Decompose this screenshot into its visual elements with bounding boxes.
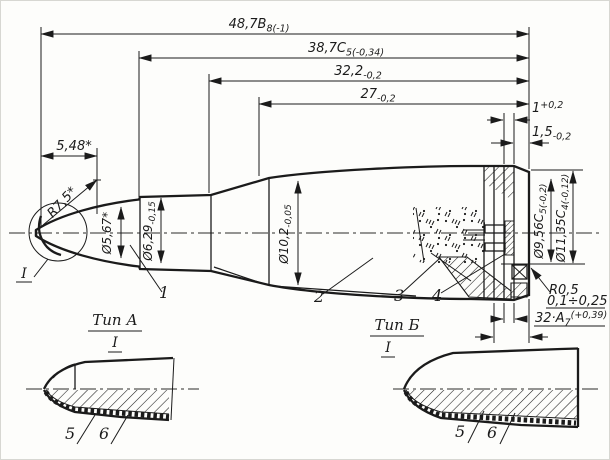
extension-lines <box>40 27 585 343</box>
dim-radius-7-5: R7,5* <box>45 184 81 221</box>
tip-cap-arc <box>37 215 62 257</box>
part-callouts: 1 2 3 4 I <box>16 244 506 306</box>
cup-inner-wall <box>430 252 472 282</box>
internal-structure <box>28 166 528 300</box>
detail-b-core-hatch <box>406 390 578 419</box>
leader-part-1 <box>129 244 163 293</box>
detail-b-lower-outline <box>402 389 579 429</box>
detail-b-inner-line <box>405 389 579 420</box>
detail-a-cap-curve <box>52 363 76 379</box>
dimension-lines <box>40 30 605 341</box>
dim-groove-1: 1+0,2 <box>532 100 563 116</box>
detail-a-label-6: 6 <box>99 424 109 443</box>
stipple-front-boundary <box>415 207 425 263</box>
sealant-crossed-square <box>511 264 528 280</box>
dim-dia-5-67: Ø5,67* <box>100 212 114 255</box>
dim-tip-5-48: 5,48* <box>56 139 92 154</box>
base-cup-hatch <box>437 256 512 300</box>
leader-part-4 <box>440 253 506 294</box>
detail-view-type-b: Тип Б I 5 6 <box>370 316 580 445</box>
detail-view-type-a: Тип А I 5 6 <box>42 311 175 445</box>
main-view-fills <box>413 167 528 300</box>
detail-a-label-5: 5 <box>65 424 75 443</box>
dim-dia-11-35: Ø11,35С4(-0,12) <box>554 174 571 263</box>
dim-base-32: 32·А7(+0,39) <box>535 310 607 329</box>
incendiary-stipple <box>413 207 485 263</box>
detail-b-leader-5 <box>467 410 485 444</box>
detail-a-lower-outline <box>42 389 170 422</box>
dim-dia-9-56: Ø9,56С5(-0,2) <box>532 184 549 260</box>
capsule-dense-hatch <box>504 220 515 256</box>
part-label-3: 3 <box>394 286 404 305</box>
dim-38-7: 38,7С5(-0,34) <box>308 41 384 59</box>
detail-b-label-6: 6 <box>487 423 497 442</box>
detail-b-upper-outline <box>402 347 579 390</box>
fuse-channel-lines <box>463 229 485 241</box>
detail-b-marker: I <box>384 340 391 356</box>
dim-groove-1-5: 1,5-0,2 <box>532 125 571 143</box>
detail-b-title: Тип Б <box>374 316 419 334</box>
leader-part-3 <box>401 258 440 294</box>
capsule-lower <box>484 242 506 252</box>
detail-a-title: Тип А <box>92 311 137 329</box>
part-label-1: 1 <box>159 283 169 302</box>
leader-part-2 <box>322 257 374 295</box>
detail-a-break-line <box>170 357 175 421</box>
leader-detail-i <box>33 258 49 278</box>
dim-overall-length: 48,7В8(-1) <box>229 17 290 35</box>
part-label-2: 2 <box>313 287 324 306</box>
capsule-upper <box>484 224 506 234</box>
detail-marker-main: I <box>20 266 27 282</box>
dim-dia-6-29: Ø6,29-0,15 <box>141 201 158 262</box>
bullet-outline <box>34 164 531 302</box>
part-label-4: 4 <box>431 286 442 305</box>
dim-dia-10-2: Ø10,2-0,05 <box>277 204 294 265</box>
dim-radius-0-5: R0,5 <box>549 283 579 298</box>
detail-a-leader-6 <box>110 414 129 445</box>
detail-a-leader-5 <box>76 414 96 445</box>
dim-32-2: 32,2-0,2 <box>334 64 382 82</box>
bullet-profile <box>34 164 531 302</box>
base-ring-hatch <box>510 282 528 298</box>
detail-a-upper-outline <box>42 356 174 390</box>
detail-a-inner-line <box>45 389 170 415</box>
detail-b-label-5: 5 <box>455 422 465 441</box>
radius-7-5-leader <box>42 179 98 226</box>
detail-boundary-circle <box>28 202 88 262</box>
tangent-cross-mark <box>93 176 101 184</box>
dim-gap-0-1: 0,1÷0,25 <box>547 294 608 309</box>
base-upper-hatch <box>484 167 514 201</box>
radius-0-5-leader <box>530 267 551 293</box>
detail-b-leader-6 <box>499 412 516 445</box>
detail-a-marker: I <box>111 335 118 351</box>
jacket-inner-wall <box>213 266 417 297</box>
dim-27: 27-0,2 <box>360 87 395 105</box>
detail-a-core-hatch <box>46 390 169 414</box>
